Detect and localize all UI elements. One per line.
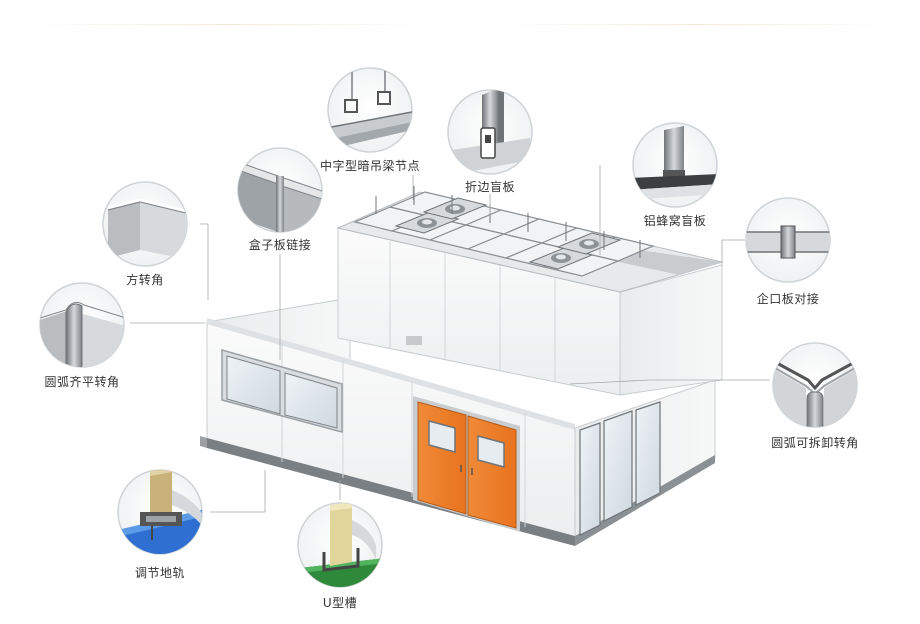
u-channel-detail — [297, 502, 383, 588]
return-air-vent — [406, 336, 422, 345]
callout-flat-corner: 方转角 — [126, 273, 164, 287]
arc-flush-corner-detail — [39, 282, 125, 368]
double-door — [413, 396, 520, 532]
callout-arc-removable-corner: 圆弧可拆卸转角 — [771, 436, 859, 450]
callout-hidden-hanger-beam: 中字型暗吊梁节点 — [319, 159, 421, 173]
base-skirting-left — [200, 436, 207, 448]
cleanroom-model — [200, 186, 724, 546]
folded-blind-plate-detail — [447, 89, 533, 175]
arc-removable-corner-detail — [772, 342, 858, 428]
top-divider-left — [28, 24, 428, 25]
callout-aluminum-honeycomb-blind-plate: 铝蜂窝盲板 — [643, 214, 707, 228]
box-panel-link-detail — [237, 147, 323, 233]
front-window — [221, 349, 343, 433]
callout-folded-blind-plate: 折边盲板 — [464, 180, 516, 194]
callout-tongue-groove-joint: 企口板对接 — [756, 292, 820, 306]
callout-arc-flush-corner: 圆弧齐平转角 — [44, 375, 120, 389]
aluminum-honeycomb-blind-plate-detail — [632, 122, 718, 208]
front-wall-top-edge — [207, 318, 575, 430]
right-wall-glazing — [579, 401, 661, 536]
hidden-hanger-beam-detail — [327, 67, 413, 153]
callout-adjustable-floor-rail: 调节地轨 — [134, 566, 186, 580]
callout-box-panel-link: 盒子板链接 — [248, 238, 312, 252]
callout-u-channel: U型槽 — [322, 596, 358, 610]
fan-filter-units — [394, 197, 622, 270]
leader-lines — [130, 165, 770, 513]
top-divider-right — [500, 24, 892, 25]
adjustable-floor-rail-detail — [117, 469, 203, 555]
tongue-groove-joint-detail — [745, 197, 831, 283]
flat-corner-detail — [102, 181, 188, 267]
